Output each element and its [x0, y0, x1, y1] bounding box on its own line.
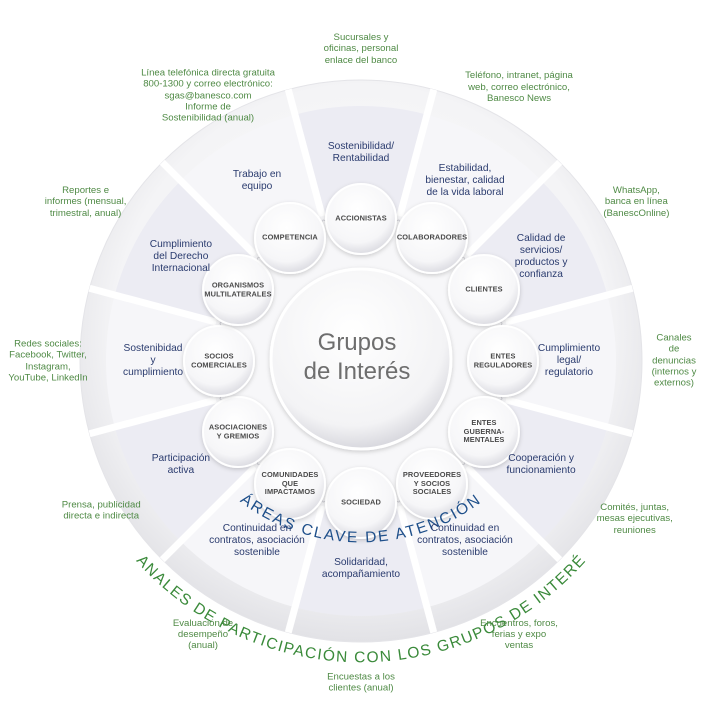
key-area-label: Sostenibidad y cumplimiento — [122, 342, 184, 379]
channel-label: Encuentros, foros, ferias y expo ventas — [480, 617, 558, 652]
key-area-label: Cumplimiento legal/ regulatorio — [537, 342, 601, 379]
key-area-label: Solidaridad, acompañamiento — [321, 556, 401, 580]
stakeholder-bubble — [202, 254, 275, 326]
key-area-label: Participación activa — [151, 452, 211, 476]
stakeholder-label: ENTES REGULADORES — [473, 351, 533, 369]
stakeholder-bubble — [447, 254, 520, 326]
key-area-label: Estabilidad, bienestar, calidad de la vi… — [425, 162, 505, 198]
sector-divider — [396, 88, 438, 218]
stakeholder-label: PROVEEDORES Y SOCIOS SOCIALES — [402, 469, 462, 497]
stakeholder-bubble — [183, 325, 255, 397]
channel-label: Comités, juntas, mesas ejecutivas, reuni… — [596, 502, 673, 536]
center-title: Grupos de Interés — [303, 329, 411, 385]
key-area-label: Calidad de servicios/ productos y confia… — [514, 232, 568, 281]
sector-divider — [284, 504, 326, 634]
stakeholder-bubble — [325, 183, 397, 255]
key-area-label: Continuidad en contratos, asociación sos… — [209, 523, 305, 559]
key-area-label: Trabajo en equipo — [232, 168, 282, 192]
sector-divider — [284, 88, 326, 218]
stakeholder-label: COLABORADORES — [396, 232, 468, 242]
stakeholder-label: ORGANISMOS MULTILATERALES — [204, 280, 272, 298]
stakeholder-label: SOCIEDAD — [341, 497, 381, 507]
channel-label: Canales de denuncias (internos y externo… — [651, 332, 697, 389]
key-area-sector — [295, 505, 427, 616]
sector-divider — [396, 504, 438, 634]
sector-dividers — [88, 88, 634, 634]
stakeholder-bubble — [254, 447, 326, 520]
stakeholder-bubble — [254, 202, 326, 275]
channel-label: Reportes e informes (mensual, trimestral… — [44, 185, 127, 219]
sector-divider — [464, 464, 563, 563]
stakeholder-bubble — [325, 467, 397, 539]
channel-label: Teléfono, intranet, página web, correo e… — [465, 70, 573, 104]
channel-label: Sucursales y oficinas, personal enlace d… — [323, 32, 399, 66]
sector-divider — [159, 464, 258, 563]
key-area-label: Continuidad en contratos, asociación sos… — [417, 523, 513, 559]
stakeholder-label: COMUNIDADES QUE IMPACTAMOS — [261, 469, 319, 497]
stakeholder-label: SOCIOS COMERCIALES — [191, 351, 247, 369]
center-circle — [269, 267, 453, 451]
sector-divider — [88, 284, 218, 326]
sector-divider — [464, 159, 563, 258]
channel-label: WhatsApp, banca en línea (BanescOnline) — [603, 185, 670, 219]
stakeholder-label: CLIENTES — [465, 284, 503, 294]
sector-divider — [504, 284, 634, 326]
stakeholder-bubble — [447, 396, 520, 468]
stakeholder-bubble — [396, 202, 468, 275]
sector-divider — [88, 396, 218, 438]
channel-label: Evaluación de desempeño (anual) — [172, 617, 234, 652]
stakeholder-bubbles — [183, 183, 539, 539]
channel-label: Prensa, publicidad directa e indirecta — [61, 499, 141, 522]
stakeholder-bubble — [467, 325, 539, 397]
stakeholder-bubble — [202, 396, 275, 468]
stakeholder-label: ENTES GUBERNA- MENTALES — [463, 417, 505, 445]
key-area-label: Cooperación y funcionamiento — [506, 452, 576, 476]
key-area-label: Sostenibilidad/ Rentabilidad — [327, 140, 395, 164]
stakeholder-label: COMPETENCIA — [262, 232, 318, 242]
sector-divider — [159, 159, 258, 258]
channel-label: Encuestas a los clientes (anual) — [327, 671, 395, 694]
key-area-sector — [505, 295, 617, 427]
channel-label: Redes sociales: Facebook, Twitter, Insta… — [8, 338, 88, 384]
stakeholder-label: ACCIONISTAS — [335, 213, 387, 223]
key-area-sector — [105, 295, 217, 427]
stakeholder-label: ASOCIACIONES Y GREMIOS — [208, 422, 268, 440]
key-area-label: Cumplimiento del Derecho Internacional — [149, 238, 213, 275]
channel-label: Línea telefónica directa gratuita 800-13… — [141, 67, 275, 124]
key-area-sector — [295, 105, 427, 217]
stakeholder-bubble — [396, 447, 468, 520]
sector-divider — [504, 396, 634, 438]
